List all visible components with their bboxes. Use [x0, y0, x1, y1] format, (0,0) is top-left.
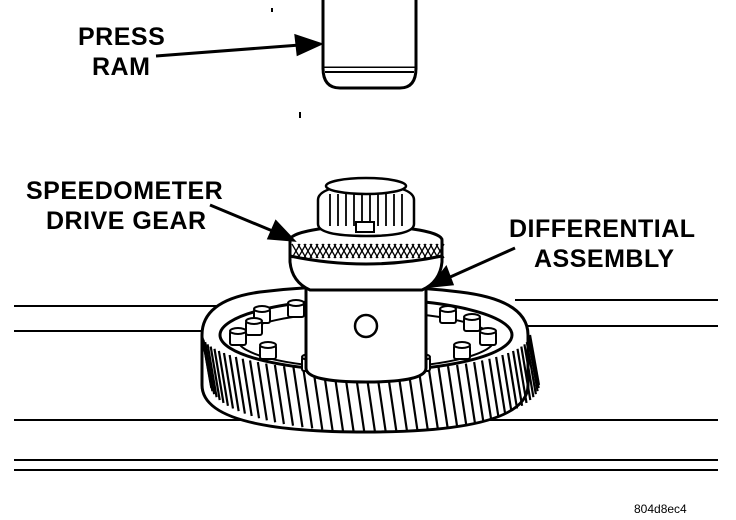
bolt-head [439, 305, 457, 324]
knurl-line [435, 243, 445, 259]
gear-tooth [312, 368, 324, 430]
gear-tooth [217, 350, 229, 406]
leader-arrows [155, 33, 516, 288]
gear-tooth [523, 344, 535, 398]
gear-tooth [516, 348, 528, 404]
gear-tooth [501, 354, 513, 412]
gear-tooth [512, 350, 524, 406]
gear-tooth [241, 358, 253, 417]
gear-tooth [480, 360, 493, 419]
gear-tooth [228, 354, 240, 412]
gear-tooth [222, 352, 235, 409]
gear-tooth [527, 339, 539, 392]
press-ram-label-line1: PRESS [78, 23, 166, 51]
bolt-head [229, 327, 247, 346]
gear-tooth [456, 364, 468, 425]
gear-tooth [446, 366, 459, 426]
bolt-head [463, 313, 481, 332]
gear-tooth [265, 363, 277, 423]
gear-tooth [206, 344, 218, 398]
speedometer-gear-label-line2: DRIVE GEAR [46, 207, 207, 235]
gear-tooth [282, 366, 295, 426]
gear-tooth [495, 356, 507, 414]
gear-tooth [473, 361, 485, 421]
ring-gear-bolts [229, 299, 497, 376]
bolt-head [245, 317, 263, 336]
gear-tooth [488, 358, 500, 417]
top-bearing [316, 176, 416, 238]
gear-tooth [437, 367, 449, 428]
gear-tooth [256, 361, 268, 421]
gear-tooth [204, 341, 216, 395]
gear-tooth [202, 339, 214, 392]
differential-label-line2: ASSEMBLY [534, 245, 675, 273]
speedometer-gear-label-line1: SPEEDOMETER [26, 177, 224, 205]
gear-tooth [417, 368, 429, 430]
press-ram [321, 0, 418, 90]
gear-tooth [528, 334, 541, 386]
gear-tooth [302, 368, 314, 429]
bolt-head [287, 299, 305, 318]
gear-tooth [213, 348, 225, 404]
gear-tooth [520, 346, 532, 401]
gear-tooth [292, 367, 304, 428]
gear-tooth [464, 363, 476, 423]
bolt-head [479, 327, 497, 346]
gear-tooth [273, 364, 285, 425]
figure-code: 804d8ec4 [634, 502, 687, 516]
gear-tooth [427, 368, 439, 429]
gear-tooth [209, 346, 221, 401]
bolt-head [259, 341, 277, 360]
bolt-head [453, 341, 471, 360]
differential-case [288, 250, 444, 384]
press-ram-label-line2: RAM [92, 53, 151, 81]
gear-tooth [525, 341, 537, 395]
differential-label-line1: DIFFERENTIAL [509, 215, 696, 243]
gear-tooth [248, 360, 261, 419]
gear-tooth [234, 356, 246, 414]
gear-tooth [506, 352, 519, 409]
